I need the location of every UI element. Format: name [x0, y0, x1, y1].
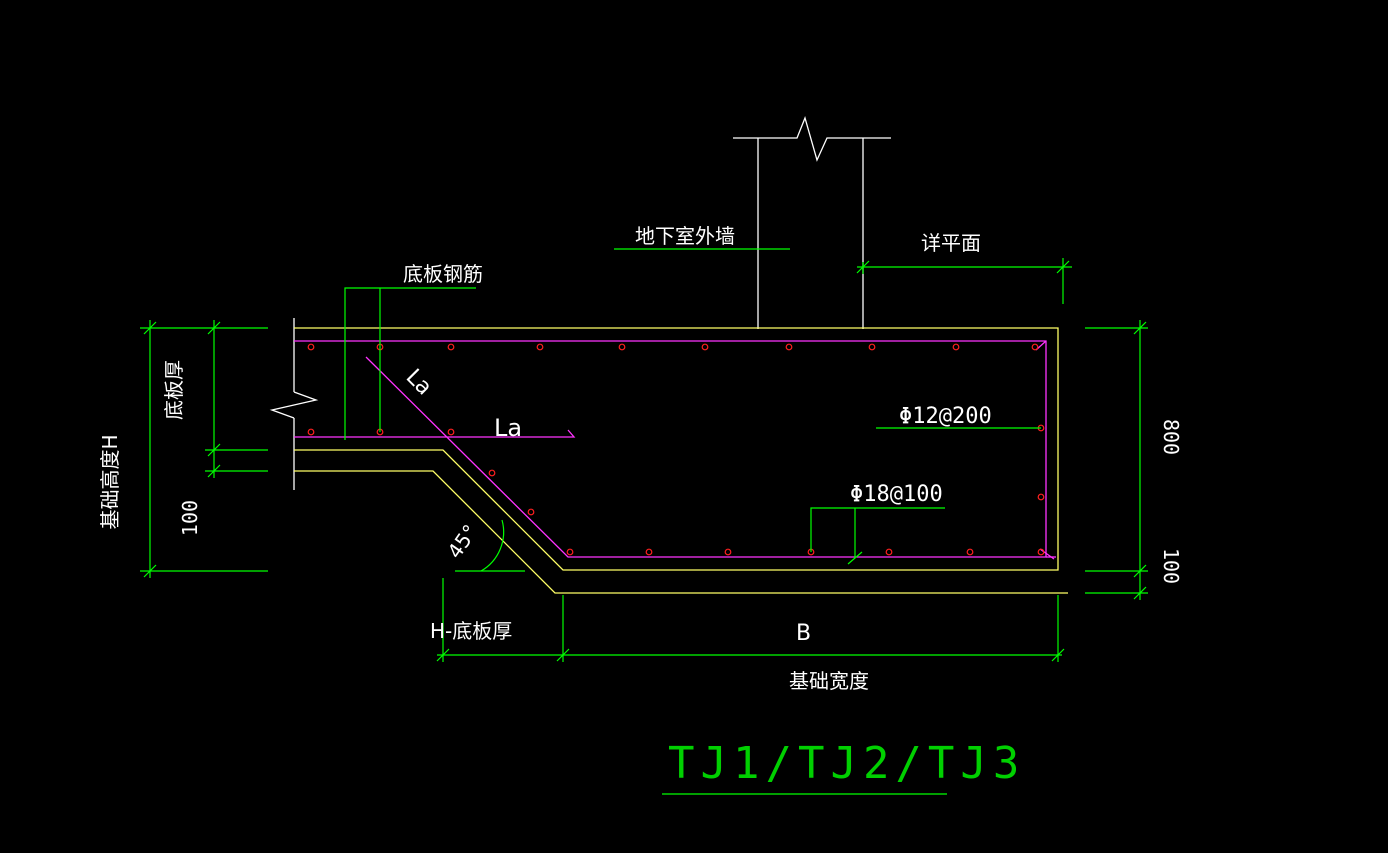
rebar-bottom-spec: Φ18@100 — [850, 482, 943, 507]
la-slanted-label: La — [401, 365, 437, 401]
drawing-title: TJ1/TJ2/TJ3 — [668, 738, 1025, 789]
main-rebar — [294, 340, 1047, 558]
slab-bottom-rebar — [294, 429, 576, 438]
dim-800: 800 — [1159, 419, 1183, 455]
detail-plan-label: 详平面 — [921, 231, 981, 255]
la-horizontal-label: La — [494, 414, 522, 442]
rebar-lines — [294, 340, 1056, 560]
blinding-layer-outline — [294, 470, 1068, 594]
slab-break-line — [269, 318, 319, 490]
foundation-width-label: 基础宽度 — [789, 669, 869, 693]
slab-rebar-label: 底板钢筋 — [403, 262, 483, 286]
wall-label: 地下室外墙 — [635, 224, 735, 248]
b-label: B — [796, 621, 811, 646]
dim-100-right: 100 — [1159, 548, 1183, 584]
bottom-rebar-hook-end — [1039, 548, 1055, 560]
dimension-lines — [140, 248, 1148, 795]
slab-thickness-label: 底板厚 — [162, 360, 186, 420]
dim-100-left: 100 — [178, 500, 202, 536]
concrete-outline — [294, 327, 1068, 594]
rebar-top-spec: Φ12@200 — [899, 404, 992, 429]
foundation-outline — [294, 327, 1059, 571]
foundation-height-label: 基础高度H — [98, 434, 122, 529]
wall-break-line — [733, 115, 891, 162]
basement-wall — [733, 115, 891, 329]
angle-label: 45° — [442, 520, 482, 563]
h-minus-slab-label: H-底板厚 — [430, 619, 512, 643]
